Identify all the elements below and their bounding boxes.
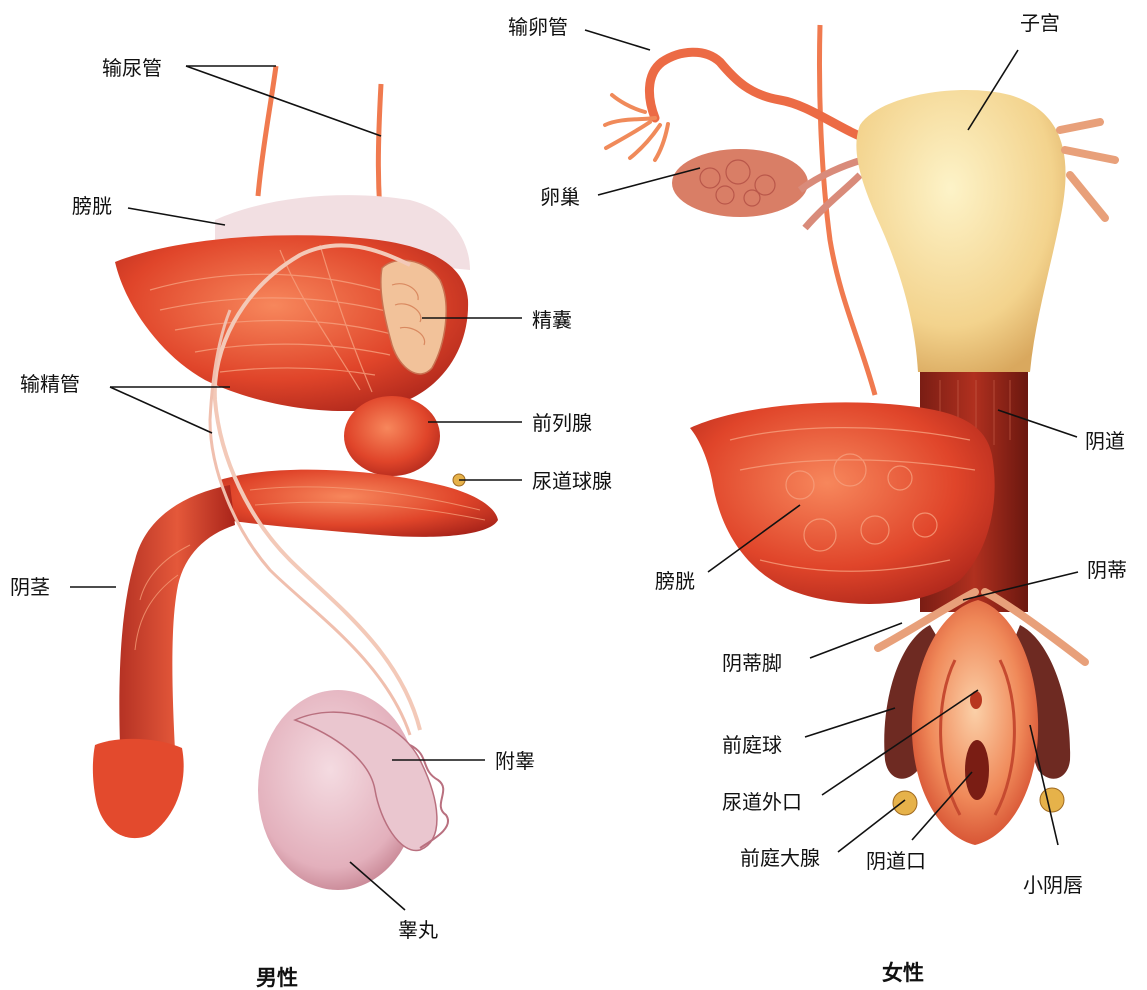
label-female-clitoral-crus: 阴蒂脚 [722, 651, 782, 675]
female-ureter [819, 25, 875, 395]
label-female-oviduct: 输卵管 [508, 15, 568, 39]
label-male-bulbourethral-gland: 尿道球腺 [532, 469, 612, 493]
label-male-vas-deferens: 输精管 [20, 372, 80, 396]
title-female: 女性 [882, 961, 924, 985]
female-oviduct [649, 52, 870, 140]
label-female-vagina: 阴道 [1085, 429, 1125, 453]
female-ovary [672, 149, 808, 217]
female-greater-vestibular-gland-right [1040, 788, 1064, 812]
label-female-urethral-orifice: 尿道外口 [722, 790, 802, 814]
label-female-vaginal-orifice: 阴道口 [866, 849, 926, 873]
male-illustration [93, 66, 498, 890]
label-female-bladder: 膀胱 [655, 569, 695, 593]
label-female-clitoris: 阴蒂 [1087, 558, 1127, 582]
label-female-greater-vestibular-gland: 前庭大腺 [740, 846, 820, 870]
label-male-epididymis: 附睾 [495, 749, 535, 773]
female-greater-vestibular-gland-left [893, 791, 917, 815]
female-bladder [690, 402, 995, 604]
female-fimbriae [605, 95, 668, 160]
female-uterus [856, 90, 1065, 372]
label-male-testis: 睾丸 [398, 918, 438, 942]
label-female-vestibular-bulb: 前庭球 [722, 733, 782, 757]
label-male-penis: 阴茎 [10, 575, 50, 599]
title-male: 男性 [256, 966, 298, 990]
label-female-labia-minora: 小阴唇 [1023, 873, 1083, 897]
label-male-seminal-vesicle: 精囊 [532, 308, 572, 332]
label-male-bladder: 膀胱 [72, 194, 112, 218]
male-penis-shaft [119, 485, 235, 750]
label-male-prostate: 前列腺 [532, 411, 592, 435]
label-female-uterus: 子宫 [1020, 11, 1060, 35]
female-vaginal-orifice [965, 740, 989, 800]
label-female-ovary: 卵巢 [540, 185, 580, 209]
male-glans [93, 739, 184, 838]
female-adnexa-right [1060, 122, 1115, 218]
male-ureter-left [258, 66, 276, 196]
male-prostate [344, 396, 440, 476]
female-illustration [605, 25, 1115, 845]
label-male-ureter: 输尿管 [102, 56, 162, 80]
